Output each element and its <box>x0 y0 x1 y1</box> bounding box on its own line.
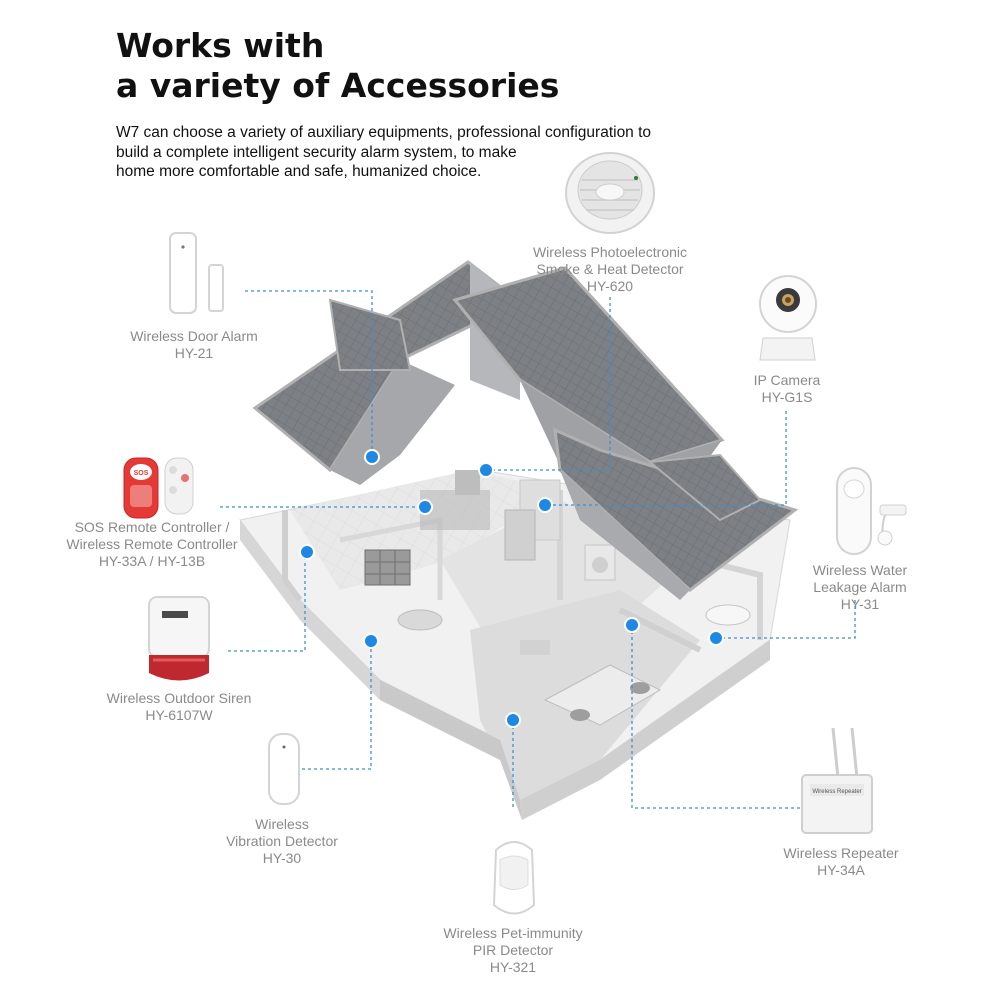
pir-detector-marker[interactable] <box>505 712 521 728</box>
intro-line-1: W7 can choose a variety of auxiliary equ… <box>116 124 652 141</box>
remote-controller-icon: SOS <box>123 457 194 519</box>
intro-line-3: home more comfortable and safe, humanize… <box>116 163 482 180</box>
repeater-marker[interactable] <box>624 617 640 633</box>
siren-marker[interactable] <box>299 544 315 560</box>
remote-controller-label: SOS Remote Controller / Wireless Remote … <box>66 519 238 569</box>
smoke-detector-marker[interactable] <box>478 462 494 478</box>
door-sensor-icon <box>169 232 224 314</box>
water-leak-sensor-icon <box>836 467 907 555</box>
ip-camera-label: IP Camera HY-G1S <box>753 372 821 405</box>
water-leak-label: Wireless Water Leakage Alarm HY-31 <box>812 562 908 612</box>
intro-text: W7 can choose a variety of auxiliary equ… <box>116 123 716 182</box>
door-alarm-label: Wireless Door Alarm HY-21 <box>130 328 258 361</box>
connector-lines <box>220 290 856 809</box>
repeater-device-text: Wireless Repeater <box>812 789 861 795</box>
intro-line-2: build a complete intelligent security al… <box>116 143 517 161</box>
outdoor-siren-label: Wireless Outdoor Siren HY-6107W <box>106 690 252 723</box>
house-roof <box>252 260 799 600</box>
outdoor-siren-icon <box>148 596 210 681</box>
page-title: Works with a variety of Accessories <box>116 26 559 106</box>
sos-button-text: SOS <box>134 470 149 477</box>
pir-detector-icon <box>492 841 536 915</box>
ip-camera-marker[interactable] <box>537 497 553 513</box>
smoke-detector-icon <box>565 152 655 234</box>
ip-camera-icon <box>759 275 817 361</box>
repeater-icon: Wireless Repeater <box>801 727 873 834</box>
door-alarm-marker[interactable] <box>364 449 380 465</box>
remote-controller-marker[interactable] <box>417 499 433 515</box>
vibration-detector-label: Wireless Vibration Detector HY-30 <box>226 816 338 866</box>
repeater-label: Wireless Repeater HY-34A <box>783 845 899 878</box>
vibration-detector-icon <box>268 733 300 805</box>
title-line-2: a variety of Accessories <box>116 66 560 105</box>
smoke-detector-label: Wireless Photoelectronic Smoke & Heat De… <box>532 244 688 294</box>
title-line-1: Works with <box>116 26 325 65</box>
water-leak-marker[interactable] <box>708 630 724 646</box>
pir-detector-label: Wireless Pet-immunity PIR Detector HY-32… <box>443 925 583 975</box>
vibration-detector-marker[interactable] <box>363 633 379 649</box>
